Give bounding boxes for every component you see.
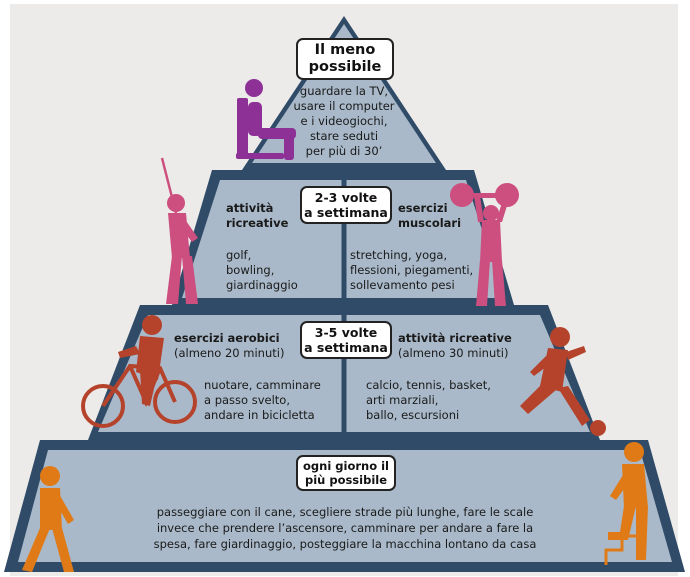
tier-third-left-items: nuotare, camminare a passo svelto, andar… bbox=[204, 378, 321, 422]
pyramid-tier-base bbox=[18, 450, 672, 562]
cyclist-icon bbox=[81, 315, 197, 428]
tier-third-label: 3-5 volte a settimana bbox=[300, 321, 392, 359]
stair-climber-icon bbox=[604, 442, 648, 565]
tier-second-label: 2-3 volte a settimana bbox=[300, 186, 392, 224]
pyramid-tier-top bbox=[252, 24, 436, 163]
tier-third-left-sub: (almeno 20 minuti) bbox=[174, 346, 285, 360]
weightlifter-icon bbox=[450, 183, 519, 306]
tier-top-label: Il meno possibile bbox=[296, 38, 394, 80]
tier-third-left-heading: esercizi aerobici bbox=[174, 331, 280, 345]
tier-base-activities: passeggiare con il cane, scegliere strad… bbox=[153, 505, 537, 551]
tier-third-right-items: calcio, tennis, basket, arti marziali, b… bbox=[366, 378, 491, 422]
tier-second-left-heading: attività ricreative bbox=[226, 201, 289, 230]
tier-third-right-sub: (almeno 30 minuti) bbox=[398, 346, 509, 360]
tier-third-right-heading: attività ricreative bbox=[398, 331, 512, 345]
walking-person-icon bbox=[22, 466, 74, 572]
tier-second-right-heading: esercizi muscolari bbox=[398, 201, 462, 230]
tier-top-activities: guardare la TV, usare il computer e i vi… bbox=[293, 84, 395, 158]
sitting-person-icon bbox=[236, 79, 296, 160]
tier-base-label: ogni giorno il più possibile bbox=[296, 455, 396, 491]
tier-second-left-items: golf, bowling, giardinaggio bbox=[226, 248, 298, 292]
golfer-icon bbox=[160, 157, 198, 304]
tier-second-right-items: stretching, yoga, flessioni, piegamenti,… bbox=[350, 248, 474, 292]
soccer-player-icon bbox=[520, 327, 606, 436]
